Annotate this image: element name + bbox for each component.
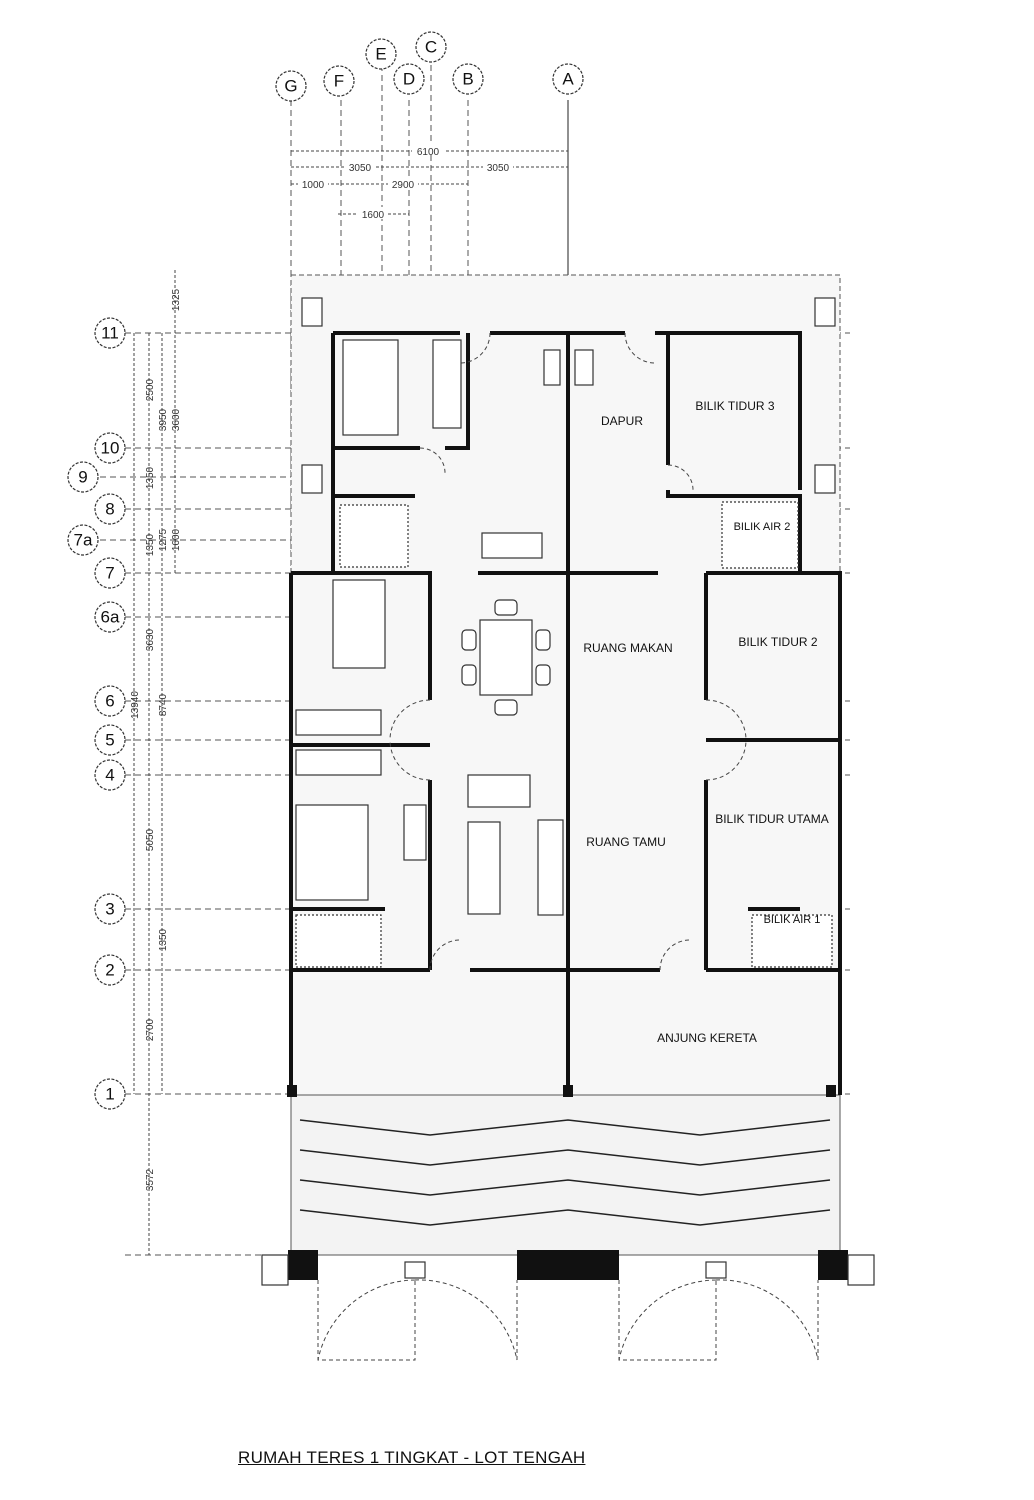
bed-icon [332,579,386,669]
bathroom-tiles [751,914,833,968]
grid-label-6: 6 [105,692,114,711]
grid-label-3: 3 [105,900,114,919]
grid-label-6a: 6a [101,608,120,627]
grid-label-f: F [334,72,344,91]
furniture [295,297,836,968]
tv-cabinet-icon [537,819,564,916]
walls [289,331,842,1095]
stove-icon [543,349,561,386]
dim-2700: 2700 [145,1018,156,1041]
dim-3600: 3600 [171,408,182,431]
wardrobe-icon [432,339,462,429]
grid-label-2: 2 [105,961,114,980]
grid-label-5: 5 [105,731,114,750]
dim-3050-right: 3050 [487,163,510,174]
dim-5050: 5050 [145,828,156,851]
room-label-bilik-air-1: BILIK AIR 1 [764,914,821,926]
dim-13940: 13940 [130,691,141,719]
desk-icon [403,804,427,861]
dim-1600-vertical: 1600 [171,528,182,551]
room-label-anjung-kereta: ANJUNG KERETA [657,1031,757,1045]
dim-1275: 1275 [158,528,169,551]
grid-label-7a: 7a [74,531,93,550]
dining-table-icon [479,619,533,696]
dim-2900: 2900 [392,180,415,191]
doors [389,332,747,971]
room-label-bilik-tidur-3: BILIK TIDUR 3 [695,399,774,413]
dim-1000: 1000 [302,180,325,191]
front-gate [261,1250,875,1361]
wardrobe-icon [295,749,382,776]
grid-label-10: 10 [101,439,120,458]
grid-label-d: D [403,70,415,89]
bathroom-tiles [295,914,382,968]
grid-label-11: 11 [101,324,119,343]
dim-1350-lower: 1350 [158,928,169,951]
dim-3572: 3572 [145,1168,156,1191]
dim-1350-middle: 1350 [145,533,156,556]
dimensions-vertical: 1325 2500 3950 3600 1350 1350 1275 1600 … [130,270,182,1255]
grid-row-bubbles: 11 10 9 8 7a 7 6a 6 5 4 3 2 1 [67,317,126,1110]
grid-label-g: G [284,77,297,96]
room-label-bilik-air-2: BILIK AIR 2 [734,521,791,533]
dim-1350-upper: 1350 [145,466,156,489]
wardrobe-icon [295,709,382,736]
bathroom-tiles [721,501,799,569]
grid-column-bubbles: G F E D C B A [275,31,584,102]
grid-label-8: 8 [105,500,114,519]
dim-1325: 1325 [171,288,182,311]
drawing-title: RUMAH TERES 1 TINGKAT - LOT TENGAH [238,1448,586,1467]
sofa-icon [467,774,531,808]
room-label-ruang-tamu: RUANG TAMU [586,835,666,849]
dim-3950: 3950 [158,408,169,431]
bed-icon [295,804,369,901]
dim-6100: 6100 [417,147,440,158]
grid-label-c: C [425,38,437,57]
dim-3630: 3630 [145,628,156,651]
sink-icon [574,349,594,386]
grid-label-1: 1 [105,1085,114,1104]
room-labels: DAPUR BILIK TIDUR 3 BILIK AIR 2 RUANG MA… [583,399,828,1045]
grid-label-a: A [562,70,574,89]
room-label-bilik-tidur-2: BILIK TIDUR 2 [738,635,817,649]
grid-label-7: 7 [105,564,114,583]
dim-1600: 1600 [362,210,385,221]
dim-3050-left: 3050 [349,163,372,174]
room-label-ruang-makan: RUANG MAKAN [583,641,672,655]
sofa-icon [467,821,501,915]
grid-label-9: 9 [78,468,87,487]
bed-icon [342,339,399,436]
dimensions-horizontal: 6100 3050 3050 1000 2900 1600 [291,143,568,221]
room-label-bilik-tidur-utama: BILIK TIDUR UTAMA [715,812,829,826]
grid-label-e: E [375,45,386,64]
grid-label-4: 4 [105,766,114,785]
counter-icon [481,532,543,559]
bathroom-tiles [339,504,409,568]
room-label-dapur: DAPUR [601,414,643,428]
grid-label-b: B [462,70,473,89]
dim-8740: 8740 [158,693,169,716]
dim-2500: 2500 [145,378,156,401]
